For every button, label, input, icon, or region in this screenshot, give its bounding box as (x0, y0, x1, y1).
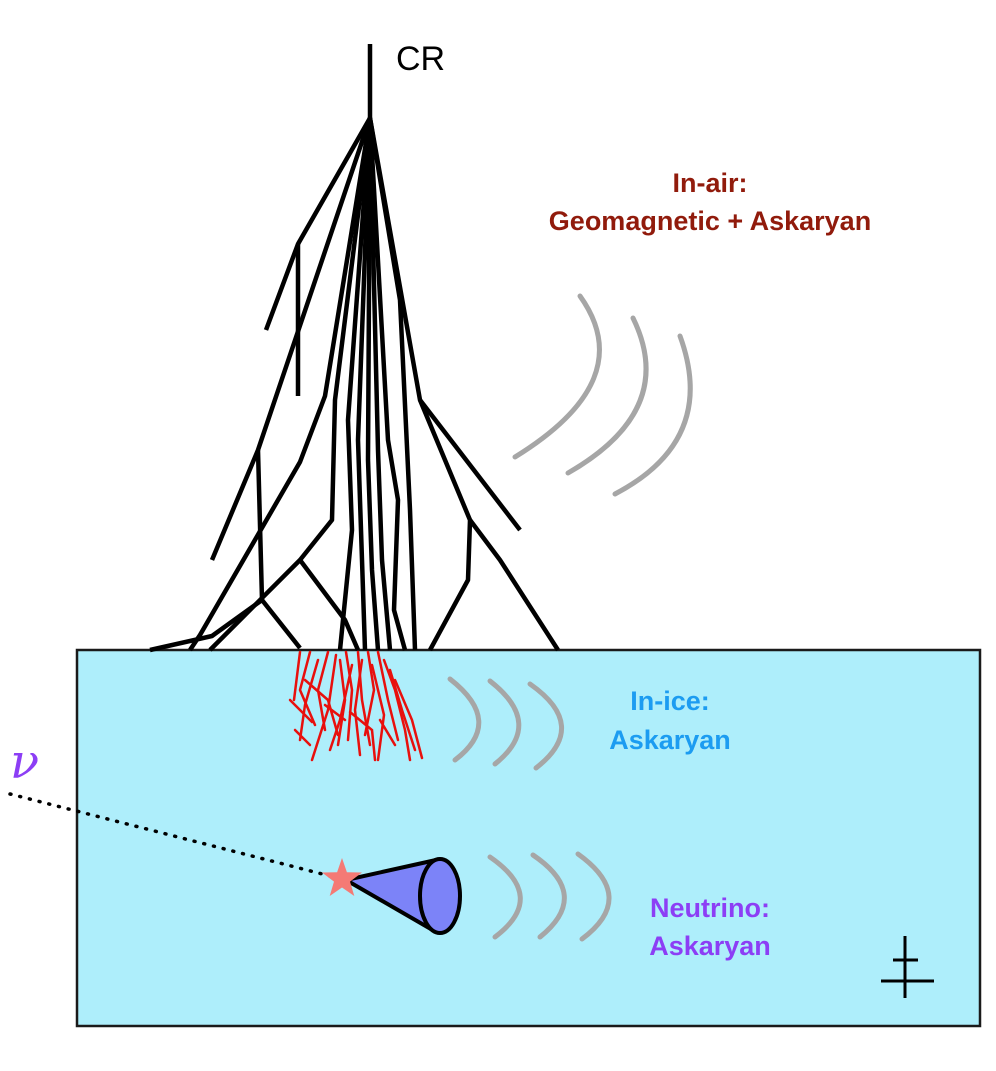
neutrino-label-title: Neutrino: (650, 893, 770, 923)
ice-volume (75, 648, 982, 1028)
cone-base (418, 857, 462, 935)
ice-shower (288, 650, 424, 762)
in-ice-label-title: In-ice: (630, 686, 710, 716)
in-air-label-mechanism: Geomagnetic + Askaryan (549, 206, 871, 236)
neutrino-label-mechanism: Askaryan (649, 931, 771, 961)
antenna-icon (881, 936, 934, 998)
air-radio-waves (512, 293, 693, 497)
neutrino-radio-waves (487, 851, 612, 942)
ice-radio-waves (447, 676, 564, 771)
star-icon (322, 858, 362, 896)
cosmic-ray-label: CR (396, 40, 445, 78)
neutrino-symbol: ν (10, 734, 39, 790)
in-ice-label-mechanism: Askaryan (609, 725, 731, 755)
in-air-label-title: In-air: (672, 168, 747, 198)
air-shower (149, 44, 560, 653)
emission-cone (344, 857, 462, 935)
neutrino-track (8, 792, 340, 880)
